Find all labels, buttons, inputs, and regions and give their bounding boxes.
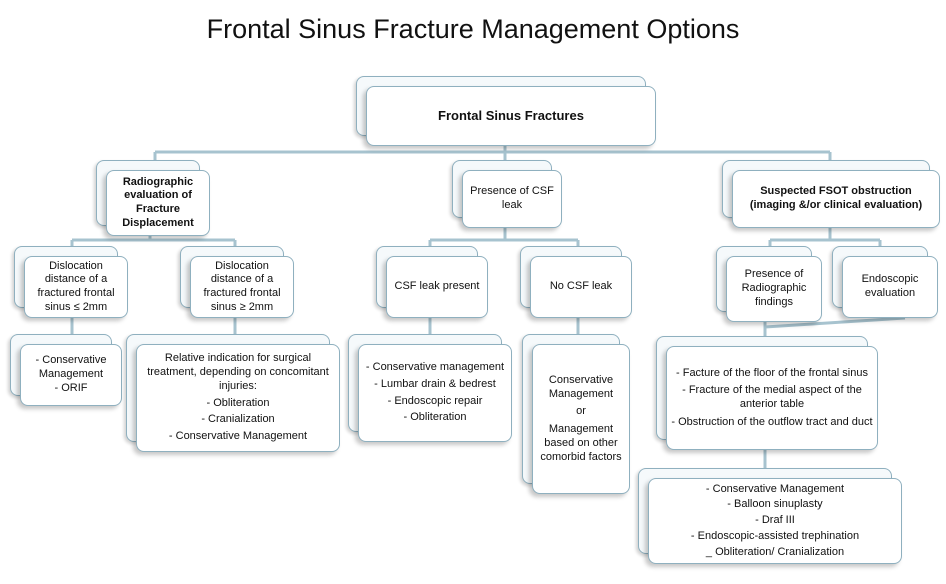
csf-present-label: CSF leak present <box>394 280 480 293</box>
option-item: Management based on other comorbid facto… <box>540 423 622 463</box>
option-item: - Obliteration <box>403 411 467 424</box>
finding-item: - Obstruction of the outflow tract and d… <box>671 415 873 428</box>
fsot-management-box: - Conservative Management - Balloon sinu… <box>638 468 902 564</box>
option-item: - Obliteration <box>206 396 270 409</box>
management-item: _ Obliteration/ Cranialization <box>705 545 845 558</box>
large-displacement-node: Dislocation distance of a fractured fron… <box>180 246 294 318</box>
option-item: - Lumbar drain & bedrest <box>374 377 496 390</box>
option-item: - Conservative Management <box>35 354 107 381</box>
endoscopic-evaluation-node: Endoscopic evaluation <box>832 246 938 318</box>
fsot-obstruction-label: Suspected FSOT obstruction (imaging &/or… <box>749 185 923 211</box>
csf-leak-node: Presence of CSF leak <box>452 160 562 228</box>
radiographic-findings-label: Presence of Radiographic findings <box>741 268 807 308</box>
small-displacement-label: Dislocation distance of a fractured fron… <box>37 259 115 313</box>
management-item: - Balloon sinuplasty <box>727 498 823 511</box>
radiographic-findings-node: Presence of Radiographic findings <box>716 246 822 322</box>
management-item: - Endoscopic-assisted trephination <box>690 529 860 542</box>
option-item: - Conservative management <box>365 361 505 373</box>
option-item: - ORIF <box>54 381 88 394</box>
fsot-obstruction-node: Suspected FSOT obstruction (imaging &/or… <box>722 160 940 228</box>
management-item: - Draf III <box>755 514 795 527</box>
small-displacement-options: - Conservative Management - ORIF <box>10 334 122 406</box>
csf-leak-label: Presence of CSF leak <box>470 185 554 211</box>
option-item: - Cranialization <box>201 413 275 426</box>
no-csf-options: Conservative Management or Management ba… <box>522 334 630 494</box>
csf-present-options: - Conservative management - Lumbar drain… <box>348 334 512 442</box>
option-item: Conservative Management <box>548 373 614 400</box>
option-item: or <box>576 405 586 418</box>
root-node: Frontal Sinus Fractures <box>356 76 656 146</box>
no-csf-label: No CSF leak <box>549 280 613 293</box>
diagram-title: Frontal Sinus Fracture Management Option… <box>206 14 740 44</box>
finding-item: - Facture of the floor of the frontal si… <box>676 366 868 379</box>
root-label: Frontal Sinus Fractures <box>438 107 584 123</box>
option-item: - Conservative Management <box>168 430 308 442</box>
small-displacement-node: Dislocation distance of a fractured fron… <box>14 246 128 318</box>
option-item: Relative indication for surgical treatme… <box>147 352 329 392</box>
large-displacement-options: Relative indication for surgical treatme… <box>126 334 340 452</box>
fsot-findings-box: - Facture of the floor of the frontal si… <box>656 336 878 450</box>
csf-present-node: CSF leak present <box>376 246 488 318</box>
large-displacement-label: Dislocation distance of a fractured fron… <box>203 259 281 313</box>
no-csf-node: No CSF leak <box>520 246 632 318</box>
option-item: - Endoscopic repair <box>387 394 483 407</box>
finding-item: - Fracture of the medial aspect of the a… <box>682 384 862 410</box>
connector-findings-merge <box>764 316 906 329</box>
management-item: - Conservative Management <box>705 482 845 495</box>
radiographic-evaluation-node: Radiographic evaluation of Fracture Disp… <box>96 160 210 236</box>
radiographic-evaluation-label: Radiographic evaluation of Fracture Disp… <box>122 175 194 229</box>
endoscopic-evaluation-label: Endoscopic evaluation <box>861 273 919 299</box>
